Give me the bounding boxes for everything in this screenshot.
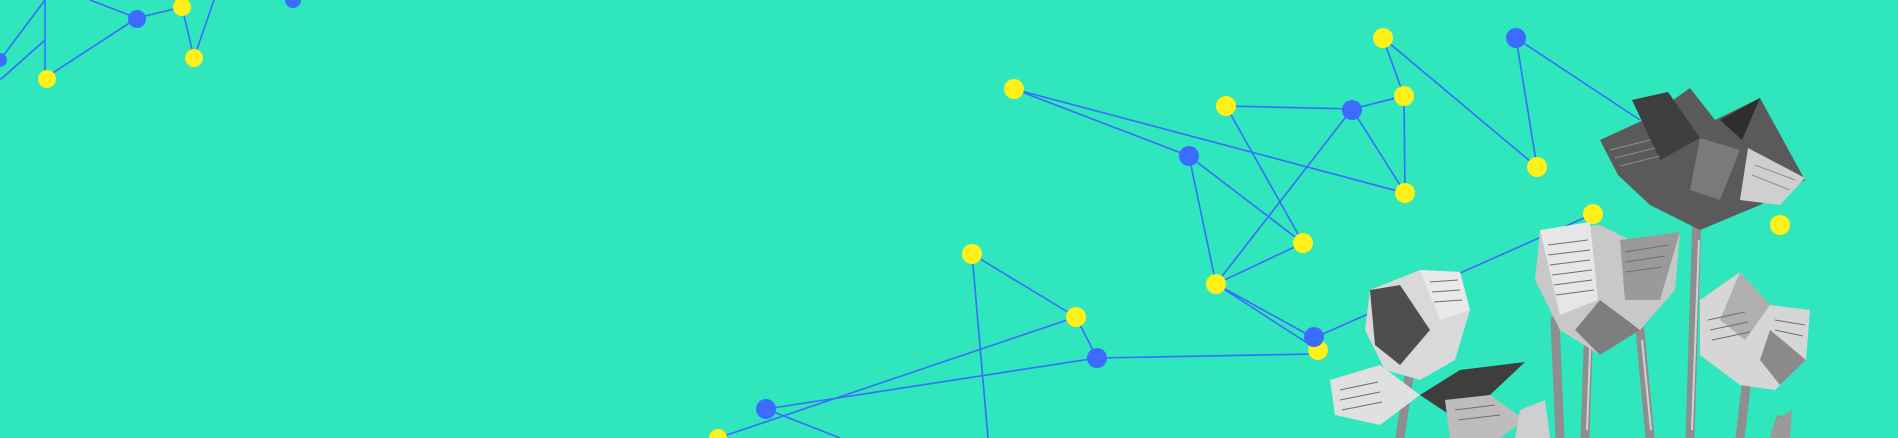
node-yellow xyxy=(962,244,982,264)
node-blue xyxy=(1087,348,1107,368)
node-yellow xyxy=(1583,204,1603,224)
node-blue xyxy=(1506,28,1526,48)
node-yellow xyxy=(1527,157,1547,177)
flower-dark-top xyxy=(1600,88,1805,230)
node-yellow xyxy=(1066,307,1086,327)
node-blue xyxy=(128,10,146,28)
flower-middle xyxy=(1535,222,1680,355)
network-graph xyxy=(0,0,1641,438)
node-yellow xyxy=(1004,79,1024,99)
node-yellow xyxy=(709,429,727,438)
node-yellow xyxy=(1373,28,1393,48)
node-yellow xyxy=(1216,96,1236,116)
node-blue xyxy=(1304,327,1324,347)
flower-accent xyxy=(1515,400,1550,438)
node-blue xyxy=(756,399,776,419)
node-yellow xyxy=(1395,183,1415,203)
node-blue xyxy=(1179,146,1199,166)
node-yellow xyxy=(1394,86,1414,106)
node-yellow xyxy=(1206,274,1226,294)
flower-left xyxy=(1330,270,1525,438)
node-yellow xyxy=(1293,233,1313,253)
node-blue xyxy=(1342,100,1362,120)
node-blue xyxy=(285,0,301,8)
node-yellow xyxy=(1770,215,1790,235)
node-yellow xyxy=(173,0,191,16)
node-yellow xyxy=(185,49,203,67)
flower-accent xyxy=(1770,410,1792,438)
network-nodes xyxy=(0,0,1790,438)
node-blue xyxy=(0,53,7,67)
node-yellow xyxy=(38,70,56,88)
newspaper-flowers-illustration xyxy=(1330,88,1810,438)
flower-right xyxy=(1700,272,1810,390)
